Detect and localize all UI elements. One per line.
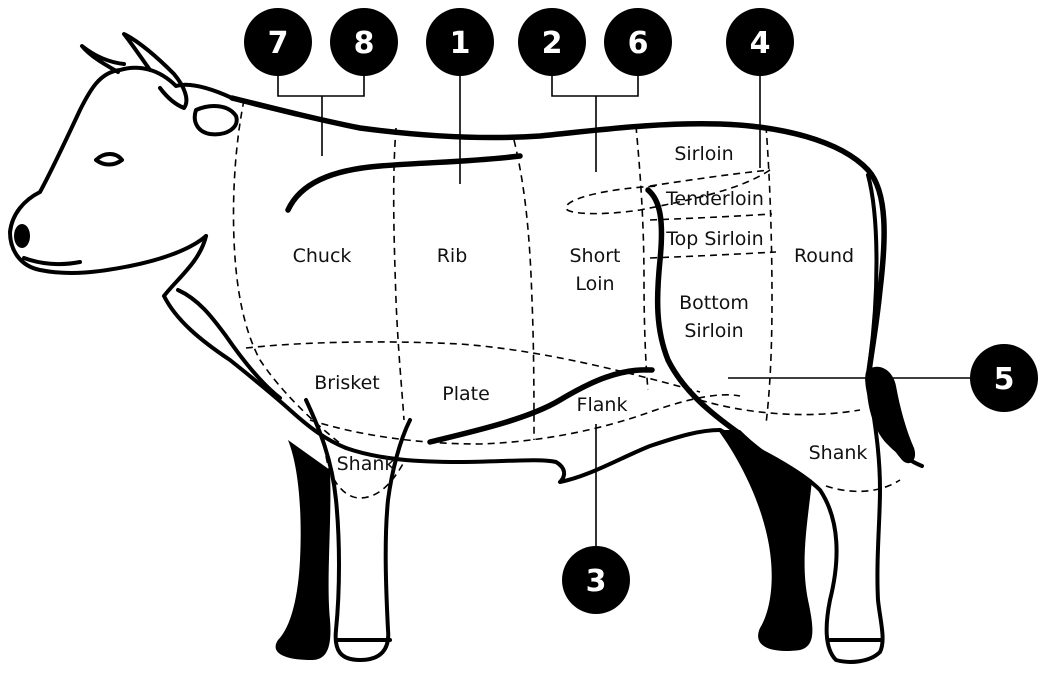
label-short-loin-line1: Short xyxy=(570,245,621,267)
svg-text:5: 5 xyxy=(994,362,1015,397)
svg-text:7: 7 xyxy=(268,26,289,61)
cut-line-sirloin-tenderloin xyxy=(650,170,770,186)
label-chuck: Chuck xyxy=(293,245,352,267)
cut-line-rib-shortloin xyxy=(514,140,534,440)
label-shank-rear: Shank xyxy=(809,442,868,464)
label-plate: Plate xyxy=(442,383,490,405)
cow-head-outline xyxy=(10,68,232,273)
label-sirloin: Sirloin xyxy=(674,143,733,165)
badge-1: 1 xyxy=(426,8,494,76)
label-flank: Flank xyxy=(577,394,628,416)
cow-ear xyxy=(195,106,237,134)
label-brisket: Brisket xyxy=(314,372,380,394)
cow-eye xyxy=(96,154,122,165)
shoulder-crease xyxy=(288,156,520,210)
label-short-loin-line2: Loin xyxy=(575,273,614,295)
cow-mouth xyxy=(24,258,80,264)
badge-8: 8 xyxy=(330,8,398,76)
label-round: Round xyxy=(794,245,854,267)
far-hind-leg xyxy=(718,430,812,651)
label-shank-front: Shank xyxy=(337,453,396,475)
badge-7: 7 xyxy=(244,8,312,76)
label-rib: Rib xyxy=(437,245,468,267)
cow-nostril xyxy=(14,224,30,248)
svg-text:8: 8 xyxy=(354,26,375,61)
cow-back-outline xyxy=(232,98,884,380)
badge-5: 5 xyxy=(970,344,1038,412)
badge-4: 4 xyxy=(726,8,794,76)
cut-line-round-shank xyxy=(700,400,860,415)
label-top-sirloin: Top Sirloin xyxy=(665,228,763,250)
cut-line-shortloin-sirloin xyxy=(636,126,648,390)
cow-horn-left xyxy=(82,46,124,72)
far-front-leg xyxy=(276,440,331,660)
badge-3: 3 xyxy=(562,546,630,614)
cut-line-bottomsirloin xyxy=(650,252,776,258)
label-bottom-sirloin-line2: Sirloin xyxy=(684,320,743,342)
leader-2-6 xyxy=(552,70,638,172)
svg-text:2: 2 xyxy=(542,26,563,61)
cow-dewlap-inner xyxy=(178,290,280,398)
badge-6: 6 xyxy=(604,8,672,76)
svg-text:6: 6 xyxy=(628,26,649,61)
svg-text:4: 4 xyxy=(750,26,771,61)
svg-text:1: 1 xyxy=(450,26,471,61)
label-tenderloin: Tenderloin xyxy=(665,188,764,210)
cut-line-chuck-rib xyxy=(394,128,404,420)
label-bottom-sirloin-line1: Bottom xyxy=(679,292,749,314)
svg-text:3: 3 xyxy=(586,564,607,599)
cut-line-chuck-front xyxy=(233,100,346,448)
cut-line-rear-shank xyxy=(826,480,900,491)
badge-2: 2 xyxy=(518,8,586,76)
cut-line-topsirloin xyxy=(650,214,772,220)
cow-neck-outline xyxy=(164,236,346,448)
